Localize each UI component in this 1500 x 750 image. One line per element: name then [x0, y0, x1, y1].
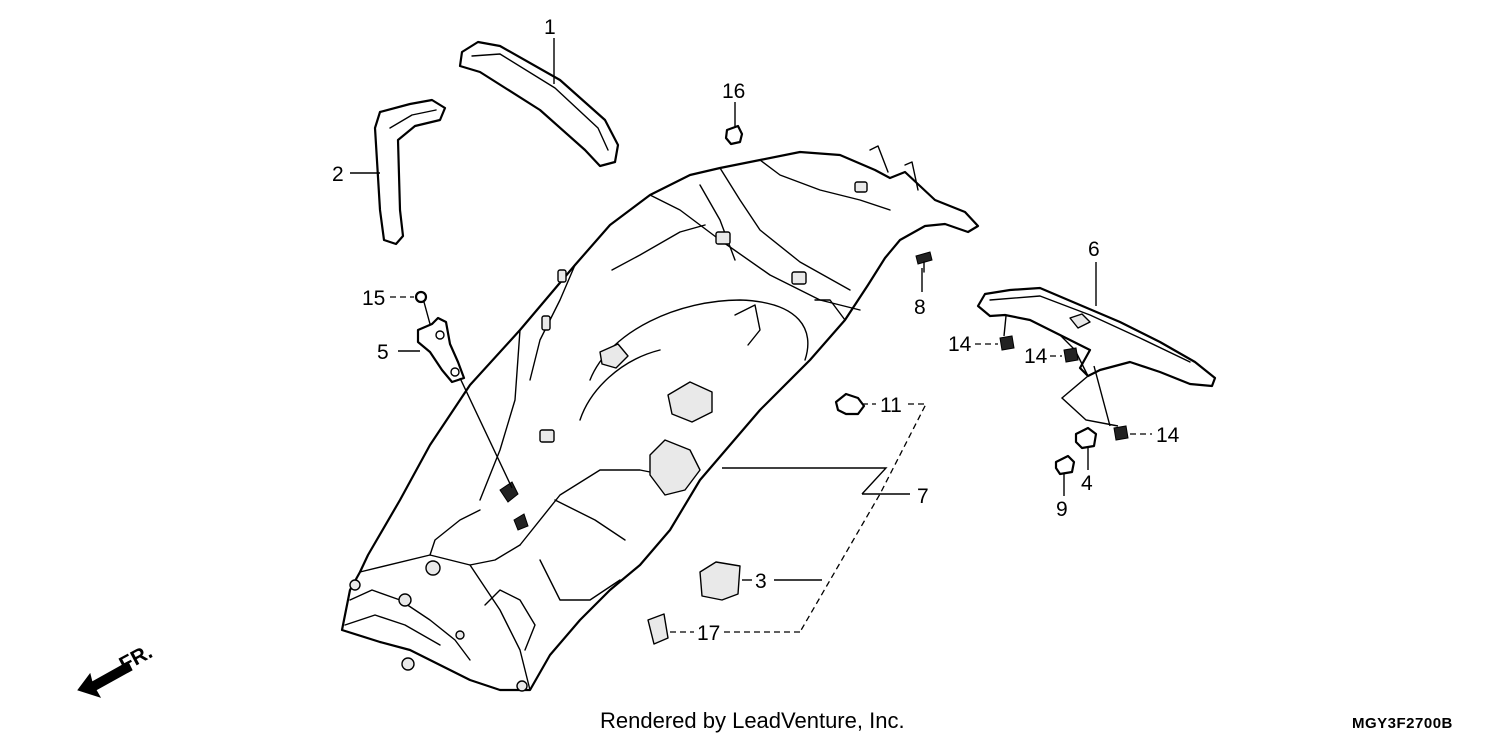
- callout-17: 17: [697, 622, 720, 645]
- callout-14-a: 14: [948, 333, 972, 356]
- part-16-clip[interactable]: [724, 124, 744, 146]
- callout-labels: 1 2 3 4 5 6 7 8 9 11 14 14 14 15 16 17: [332, 16, 1180, 645]
- callout-6: 6: [1088, 238, 1100, 261]
- callout-3: 3: [755, 570, 767, 593]
- part-7-rear-inner-fender[interactable]: [340, 145, 980, 692]
- callout-8: 8: [914, 296, 926, 319]
- callout-14-c: 14: [1156, 424, 1180, 447]
- diagram-code: MGY3F2700B: [1352, 715, 1453, 732]
- part-4-clip[interactable]: [1074, 426, 1098, 450]
- callout-15: 15: [362, 287, 385, 310]
- part-9-screw[interactable]: [1054, 454, 1076, 476]
- callout-4: 4: [1081, 472, 1093, 495]
- part-14-screw-b[interactable]: [1063, 347, 1079, 363]
- callout-7: 7: [917, 485, 929, 508]
- callout-14-b: 14: [1024, 345, 1048, 368]
- callout-11: 11: [880, 394, 902, 417]
- part-14-screw-c[interactable]: [1113, 425, 1129, 441]
- front-arrow-icon: [77, 661, 133, 698]
- callout-1: 1: [544, 16, 556, 39]
- part-15-clip[interactable]: [414, 290, 428, 304]
- part-2-side-bracket[interactable]: [373, 98, 447, 246]
- callout-5: 5: [377, 341, 389, 364]
- part-3-pad[interactable]: [699, 561, 741, 601]
- part-11-nut[interactable]: [834, 392, 866, 416]
- callout-2: 2: [332, 163, 344, 186]
- callout-9: 9: [1056, 498, 1068, 521]
- part-8-screw[interactable]: [915, 251, 933, 273]
- part-1-rail-trim[interactable]: [458, 40, 620, 168]
- callout-16: 16: [722, 80, 745, 103]
- part-14-screw-a[interactable]: [999, 335, 1015, 351]
- part-5-bracket[interactable]: [416, 316, 466, 384]
- part-17-pad[interactable]: [647, 613, 669, 645]
- front-direction-marker: FR.: [77, 640, 156, 698]
- leader-lines: [350, 38, 1152, 633]
- render-credit: Rendered by LeadVenture, Inc.: [600, 708, 905, 733]
